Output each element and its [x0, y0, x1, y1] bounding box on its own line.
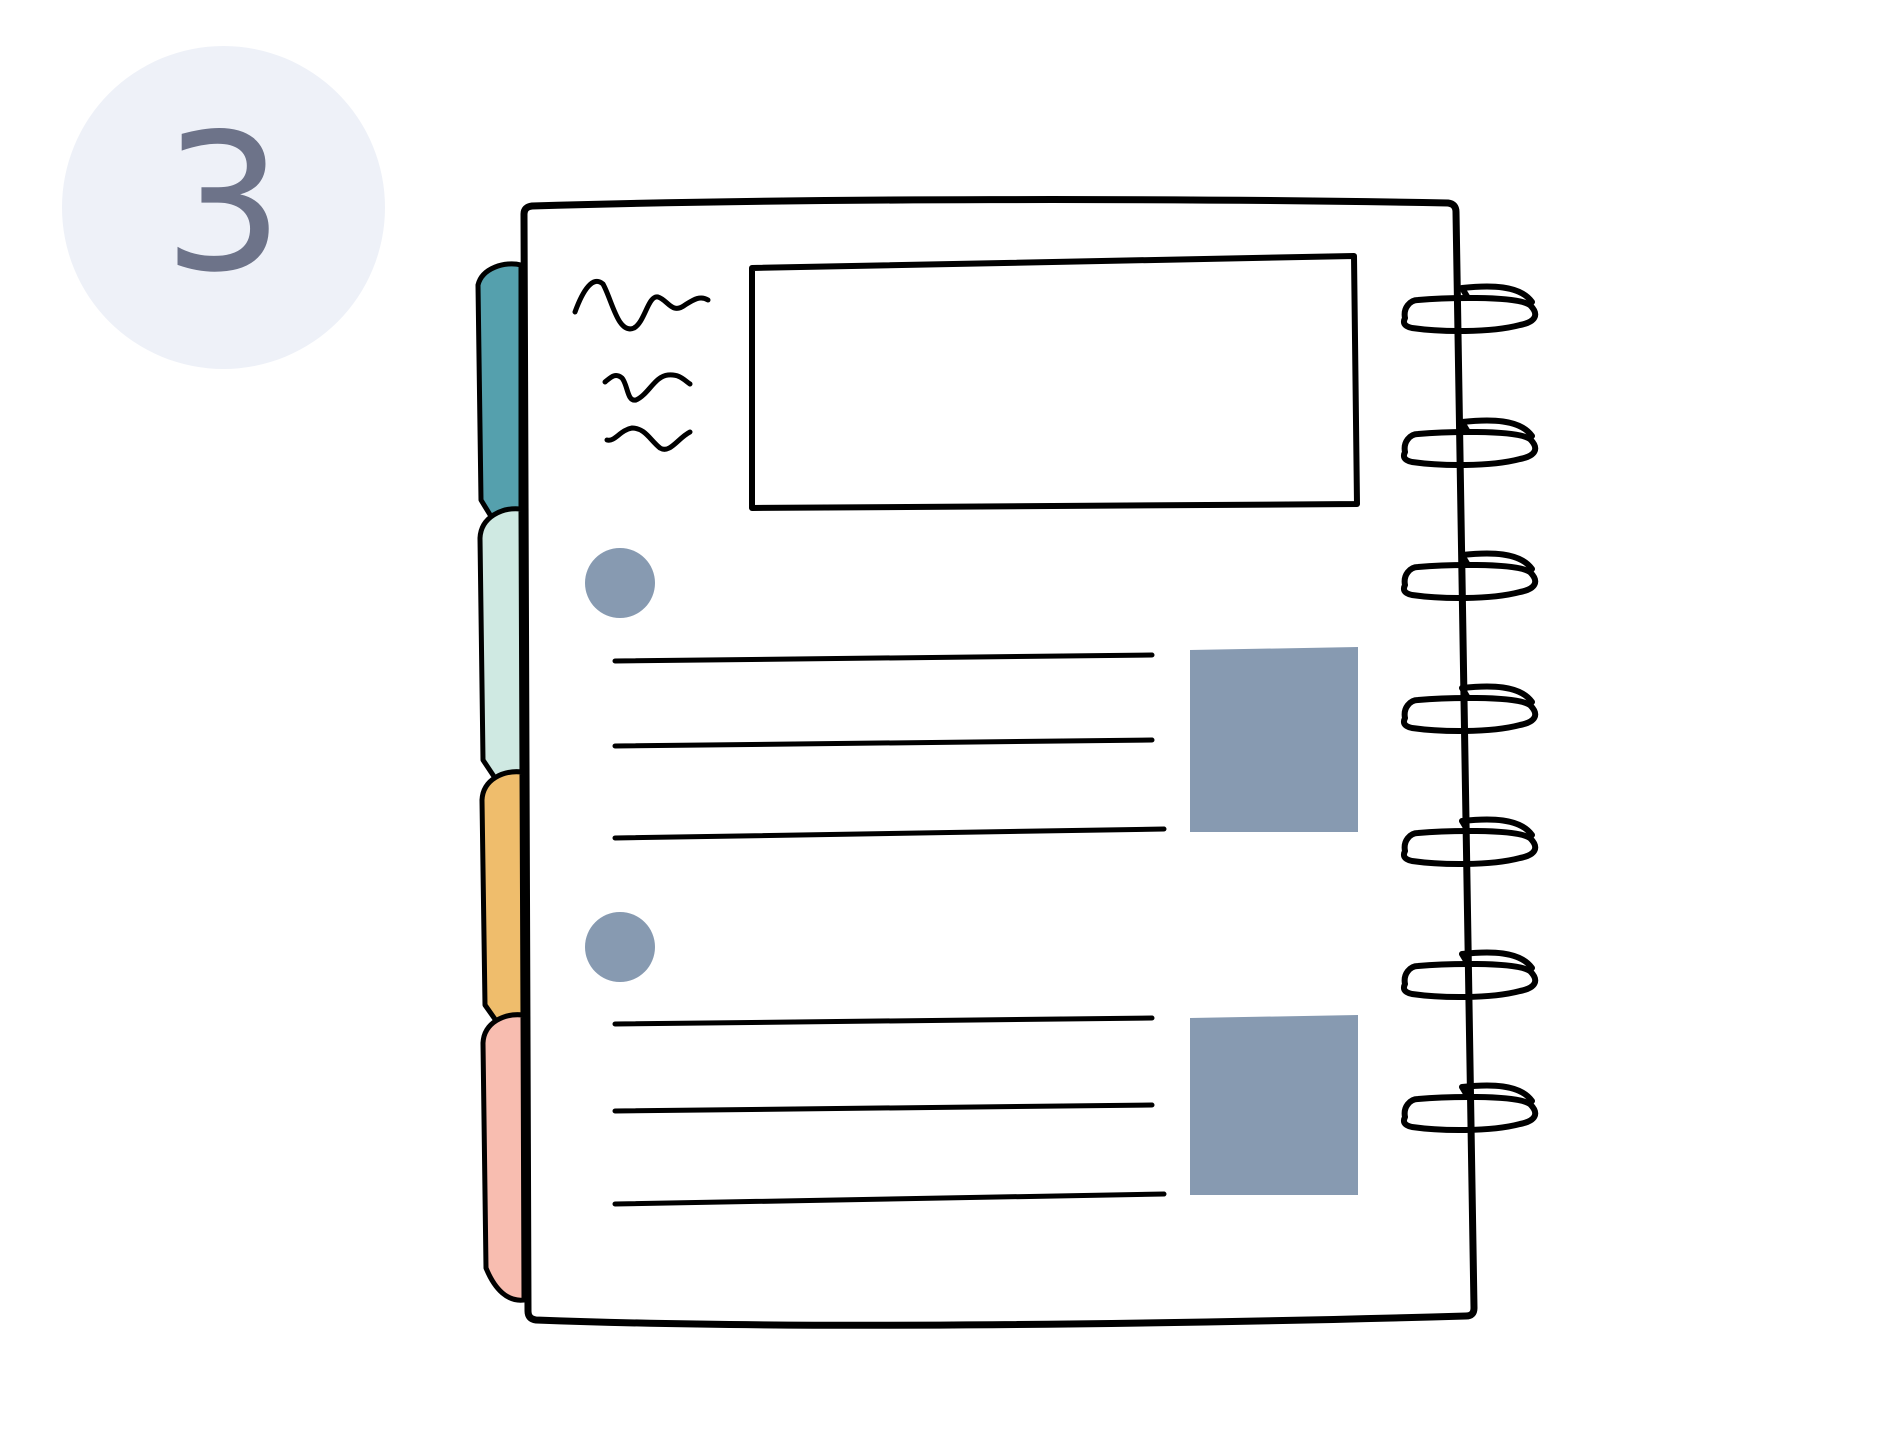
step-number: 3 — [163, 92, 284, 314]
tab-mint — [477, 506, 525, 781]
bullet-dot — [585, 912, 655, 982]
spiral-coil — [1459, 417, 1535, 439]
spiral-coil — [1400, 294, 1539, 335]
text-lines — [612, 1015, 1167, 1207]
spiral-coil — [1400, 561, 1539, 602]
tab-teal — [475, 261, 524, 521]
spiral-coil — [1400, 428, 1539, 469]
spiral-coil — [1400, 694, 1539, 735]
spiral-binding — [1400, 283, 1539, 1134]
image-placeholder — [1190, 647, 1358, 832]
spiral-coil — [1459, 283, 1535, 305]
spiral-coil — [1459, 1082, 1535, 1104]
spiral-coil — [1459, 816, 1535, 838]
divider-tabs — [475, 261, 527, 1303]
text-lines — [612, 652, 1167, 841]
tab-yellow — [479, 769, 526, 1025]
spiral-coil — [1400, 960, 1539, 1001]
scribbles — [572, 278, 711, 452]
spiral-coil — [1459, 683, 1535, 705]
bullet-dot — [585, 548, 655, 618]
image-placeholder — [1190, 1015, 1358, 1195]
spiral-coil — [1459, 550, 1535, 572]
spiral-coil — [1400, 827, 1539, 868]
spiral-coil — [1400, 1093, 1539, 1134]
step-number-badge: 3 — [62, 46, 385, 369]
spiral-coil — [1459, 949, 1535, 971]
tab-pink — [480, 1012, 527, 1303]
header-box — [749, 253, 1360, 511]
